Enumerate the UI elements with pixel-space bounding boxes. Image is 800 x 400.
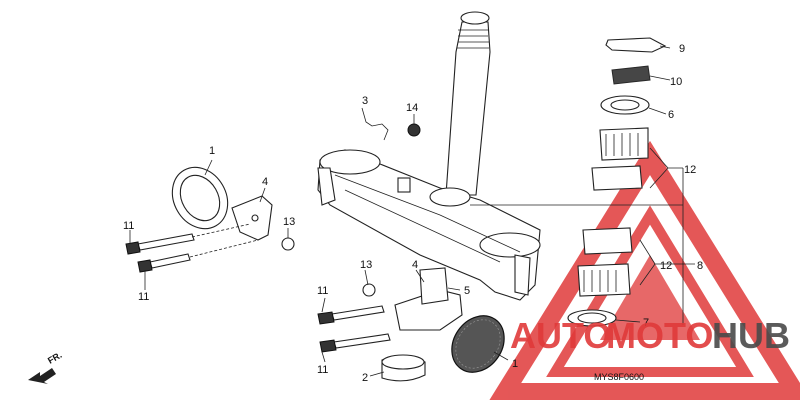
steering-stem-assembly bbox=[317, 11, 541, 301]
nut-part-13-mid bbox=[362, 283, 376, 297]
reflector-disc-right bbox=[451, 315, 505, 373]
bolt-guide-lower bbox=[189, 239, 259, 258]
front-direction-indicator: FR. bbox=[28, 350, 64, 384]
bolt-part-11-mid bbox=[331, 305, 385, 321]
upper-bearing-part-12 bbox=[599, 127, 649, 161]
upper-race-part-12 bbox=[591, 165, 643, 191]
clamp-right-lug bbox=[514, 254, 531, 296]
lower-race-part-12 bbox=[582, 227, 633, 255]
bolt-head-11-lower bbox=[137, 259, 153, 273]
label-part-4-left: 4 bbox=[262, 176, 268, 188]
watermark-text-auto: AUTO bbox=[510, 315, 611, 356]
label-part-10: 10 bbox=[670, 76, 682, 88]
label-part-14: 14 bbox=[406, 102, 418, 114]
label-part-11-a: 11 bbox=[123, 220, 134, 232]
label-part-12-lower: 12 bbox=[660, 260, 672, 272]
label-part-1-right: 1 bbox=[512, 358, 518, 370]
bolt-part-11-lower bbox=[149, 253, 191, 269]
clamp-tab bbox=[397, 177, 411, 193]
label-part-11-b: 11 bbox=[138, 291, 149, 303]
bracket-hole bbox=[251, 214, 259, 222]
label-part-7: 7 bbox=[643, 317, 649, 329]
front-arrow-icon bbox=[28, 368, 56, 384]
bolt-head-11-bottom bbox=[319, 339, 337, 353]
label-part-4-lower: 4 bbox=[412, 259, 418, 271]
label-part-5: 5 bbox=[464, 285, 470, 297]
watermark-triangle-core bbox=[600, 255, 700, 340]
bolt-head-11-upper bbox=[125, 241, 141, 255]
bolt-head-11-mid bbox=[317, 311, 335, 325]
reflector-disc-left-inner bbox=[179, 174, 221, 222]
nut-part-13-left bbox=[281, 237, 295, 251]
watermark-text-moto: MOTO bbox=[606, 315, 713, 356]
label-part-8: 8 bbox=[697, 260, 703, 272]
label-part-11-c: 11 bbox=[317, 285, 328, 297]
clamp-detail-lines bbox=[334, 174, 521, 263]
fork-hole-left bbox=[319, 149, 381, 175]
clamp-left-lug bbox=[317, 167, 336, 206]
bolt-part-11-upper bbox=[137, 233, 195, 251]
label-part-1-left: 1 bbox=[209, 145, 215, 157]
label-part-3: 3 bbox=[362, 95, 368, 107]
lower-triple-clamp bbox=[317, 149, 541, 301]
lower-bearing-rollers bbox=[583, 270, 617, 292]
wire-clip-part-3 bbox=[361, 107, 389, 141]
lock-washer-part-9 bbox=[605, 37, 667, 53]
bolt-part-11-bottom bbox=[333, 333, 391, 349]
label-part-2: 2 bbox=[362, 372, 368, 384]
dust-seal-6-inner bbox=[610, 99, 640, 111]
front-direction-label: FR. bbox=[46, 350, 64, 366]
nut-part-14 bbox=[407, 123, 421, 137]
bracket-part-5 bbox=[419, 267, 449, 305]
stem-base-collar bbox=[429, 187, 471, 207]
drawing-code: MYS8F0600 bbox=[594, 372, 644, 382]
label-part-9: 9 bbox=[679, 43, 685, 55]
dust-seal-7-inner bbox=[577, 312, 607, 324]
group-bracket-lines bbox=[639, 147, 695, 325]
fork-hole-right bbox=[479, 232, 541, 258]
stem-shaft bbox=[445, 21, 491, 196]
part-labels: 1 1 2 3 4 4 5 6 7 8 9 10 11 11 11 11 12 … bbox=[123, 43, 703, 384]
label-part-13-mid: 13 bbox=[360, 259, 372, 271]
watermark-triangle-outer bbox=[489, 140, 800, 400]
reflector-disc-right-grid bbox=[455, 319, 501, 369]
watermark-logo bbox=[489, 140, 800, 400]
locknut-part-10 bbox=[611, 65, 651, 85]
label-part-6: 6 bbox=[668, 109, 674, 121]
watermark-text-hub: HUB bbox=[712, 315, 790, 356]
stem-top bbox=[460, 11, 490, 25]
stem-thread bbox=[457, 29, 489, 49]
upper-bearing-rollers bbox=[605, 133, 639, 156]
label-part-11-d: 11 bbox=[317, 364, 328, 376]
leader-lines bbox=[129, 45, 671, 377]
label-part-13-left: 13 bbox=[283, 216, 295, 228]
dust-seal-rim bbox=[381, 354, 425, 370]
lower-bearing-part-12 bbox=[577, 263, 631, 297]
watermark-wordmark: AUTO MOTO HUB bbox=[510, 315, 790, 356]
label-part-12-upper: 12 bbox=[684, 164, 696, 176]
